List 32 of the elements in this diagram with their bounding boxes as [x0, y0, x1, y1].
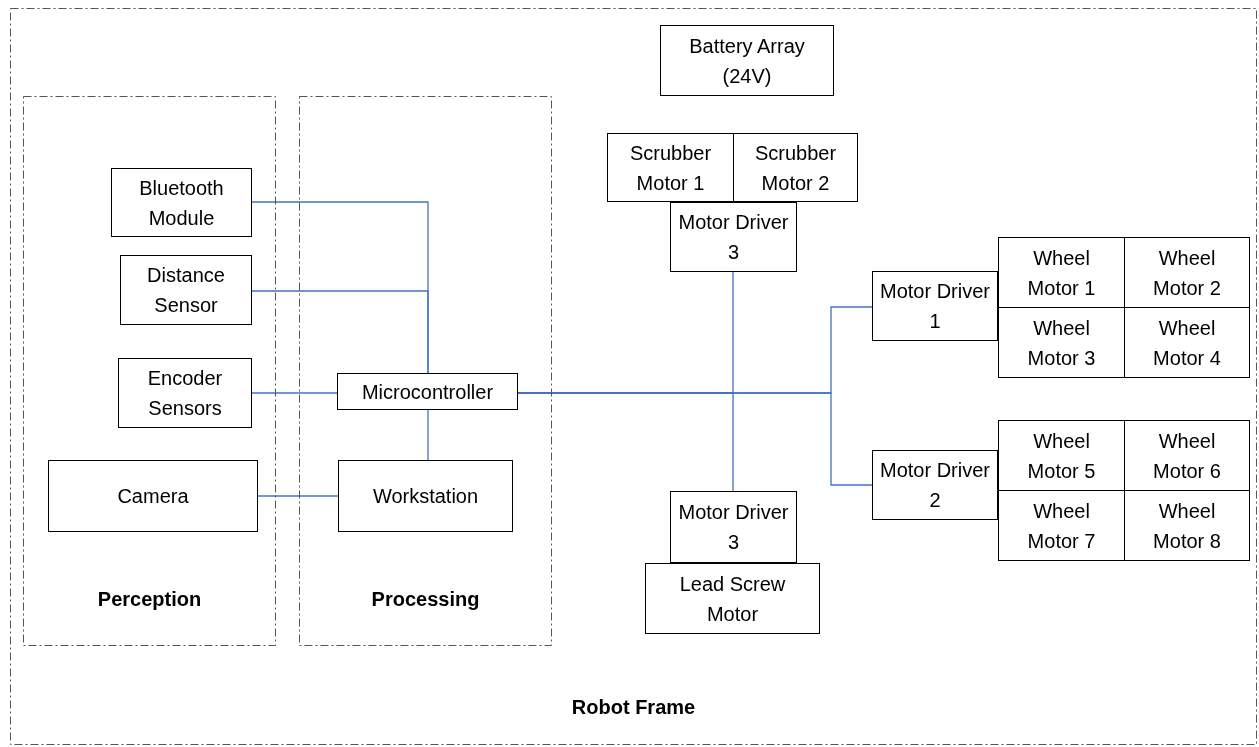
- component-box: Camera: [48, 460, 258, 532]
- component-box: Wheel Motor 7: [998, 490, 1125, 561]
- component-box: Scrubber Motor 1: [607, 133, 734, 202]
- group-frame: [10, 8, 1257, 745]
- component-box: Wheel Motor 4: [1124, 307, 1250, 378]
- component-box: Wheel Motor 8: [1124, 490, 1250, 561]
- component-box: Motor Driver 3: [670, 491, 797, 563]
- group-label: Processing: [370, 588, 481, 611]
- component-box: Wheel Motor 3: [998, 307, 1125, 378]
- connector-line: [257, 495, 339, 497]
- component-box: Wheel Motor 6: [1124, 420, 1250, 491]
- component-box: Encoder Sensors: [118, 358, 252, 428]
- component-box: Wheel Motor 2: [1124, 237, 1250, 308]
- component-box: Motor Driver 1: [872, 271, 998, 341]
- component-box: Wheel Motor 1: [998, 237, 1125, 308]
- component-box: Microcontroller: [337, 373, 518, 410]
- connector-line: [251, 392, 338, 394]
- group-label: Perception: [96, 588, 203, 611]
- group-label: Robot Frame: [570, 696, 697, 719]
- connector-line: [251, 290, 429, 374]
- component-box: Distance Sensor: [120, 255, 252, 325]
- component-box: Scrubber Motor 2: [733, 133, 858, 202]
- component-box: Wheel Motor 5: [998, 420, 1125, 491]
- component-box: Motor Driver 3: [670, 202, 797, 272]
- component-box: Workstation: [338, 460, 513, 532]
- component-box: Battery Array (24V): [660, 25, 834, 96]
- group-frame: [299, 96, 552, 646]
- component-box: Lead Screw Motor: [645, 563, 820, 634]
- component-box: Bluetooth Module: [111, 168, 252, 237]
- component-box: Motor Driver 2: [872, 450, 998, 520]
- connector-line: [427, 409, 429, 461]
- group-frame: [23, 96, 276, 646]
